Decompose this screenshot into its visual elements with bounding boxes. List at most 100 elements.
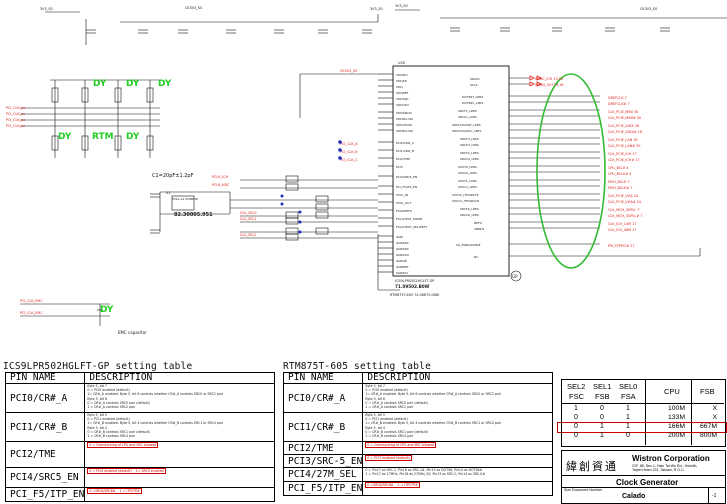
doc-number-label: Size Document Number bbox=[564, 488, 603, 492]
svg-text:VDDCPUIO: VDDCPUIO bbox=[396, 123, 413, 127]
svg-text:SRCC1_LPRS: SRCC1_LPRS bbox=[458, 115, 477, 119]
svg-text:VDDPLL3IO: VDDPLL3IO bbox=[396, 129, 414, 133]
svg-text:SRCT2/SATAT_LPRS: SRCT2/SATAT_LPRS bbox=[452, 123, 481, 127]
net-label: CLK_PCIE_LAN# 35 bbox=[608, 144, 640, 148]
pin-name: PCI4/27M_SEL bbox=[282, 467, 364, 482]
fsb-frequency-table: SEL2 SEL1 SEL0 CPU FSB FSC FSB FSA 1 0 1… bbox=[557, 379, 727, 445]
fsb-cell: 667M bbox=[699, 423, 717, 430]
pin-name: PCI1/CR#_B bbox=[4, 412, 86, 442]
right-table-title: RTM875T-605 setting table bbox=[283, 361, 431, 372]
col-header-pin: PIN NAME bbox=[4, 372, 86, 384]
svg-text:CPUC1_LPRS: CPUC1_LPRS bbox=[458, 185, 477, 189]
svg-text:CPUC2_ITP/SRCC8: CPUC2_ITP/SRCC8 bbox=[452, 199, 479, 203]
net-label: PCI_CLK_xx bbox=[6, 106, 25, 110]
net-label: CLK_PCIE_SATA 18 bbox=[608, 124, 639, 128]
fsb-header: FSA bbox=[621, 392, 636, 401]
net-label: PCI_CLK_xx bbox=[6, 124, 25, 128]
fsb-cell: 100M bbox=[667, 405, 685, 412]
pin-description: 0 = Overclocking of CPU and SRC Allowed bbox=[365, 442, 437, 449]
emc-note: EMC capacitor bbox=[118, 330, 147, 335]
crystal-part: 82.30005.951 bbox=[174, 212, 213, 218]
net-label: CK3V3_S0 bbox=[185, 6, 202, 10]
pin-name: PCI1/CR#_B bbox=[282, 412, 364, 442]
fsb-header: FSB bbox=[700, 387, 715, 396]
fsb-cell: 1 bbox=[626, 423, 630, 430]
rev-label: -1 bbox=[712, 493, 717, 499]
fsb-cell: 0 bbox=[600, 405, 604, 412]
pin-description: 0 = Pin17 as SRC-1, Pin18 as SRC-1#, Pin… bbox=[362, 467, 553, 482]
net-label: PCI_CLK_B bbox=[340, 150, 358, 154]
fsb-cell: 1 bbox=[600, 432, 604, 439]
net-label: PCI_CLK_xx bbox=[6, 118, 25, 122]
net-label: 3V3_S0 bbox=[370, 7, 383, 11]
net-label: PCLK_ICH bbox=[212, 175, 229, 179]
chip-pins-right bbox=[509, 77, 701, 257]
svg-text:REF0: REF0 bbox=[474, 221, 482, 225]
col-header-desc: DESCRIPTION bbox=[362, 372, 553, 384]
net-label: CK3V3_S0 bbox=[640, 7, 657, 11]
svg-text:VDD48: VDD48 bbox=[396, 79, 407, 83]
net-label: CLK_ICH_48M 17 bbox=[608, 228, 636, 232]
fsb-cell: 0 bbox=[626, 432, 630, 439]
net-label: SMBC_ICH 13,16 bbox=[535, 77, 563, 81]
pin-description: 0 =SRC8/SRC8# 1 = ITP/ITP# bbox=[87, 488, 142, 495]
fsb-cell: 1 bbox=[626, 414, 630, 421]
svg-text:CPUT0_LPRS: CPUT0_LPRS bbox=[458, 165, 477, 169]
svg-text:SDATA: SDATA bbox=[470, 77, 481, 81]
pin-name: PCI4/SRC5_EN bbox=[4, 467, 86, 488]
pin-description: Byte 5, bit 5 0 = PCI1 enabled (default)… bbox=[84, 412, 275, 442]
pin-description: Byte 5, bit 7 0 = PCI0 enabled (default)… bbox=[362, 383, 553, 413]
svg-text:SRCC3_LPRS: SRCC3_LPRS bbox=[460, 143, 479, 147]
pin-name: PCI_F5/ITP_EN bbox=[282, 481, 364, 496]
dy-label: DY bbox=[58, 132, 72, 142]
net-label: CLK_PCIE_ICH# 17 bbox=[608, 158, 640, 162]
company-name: Wistron Corporation bbox=[632, 454, 710, 463]
net-label: CPU_BCLK 4 bbox=[608, 166, 629, 170]
chip-partno: 71.09502.B0W bbox=[395, 284, 430, 289]
svg-text:DOT96C_LPRS: DOT96C_LPRS bbox=[462, 101, 483, 105]
svg-text:PCI3: PCI3 bbox=[396, 165, 403, 169]
svg-text:GNDSRC: GNDSRC bbox=[396, 247, 409, 251]
chip-part: ICS9LPRS502HGLFT-GP bbox=[395, 279, 434, 283]
svg-text:GNDREF: GNDREF bbox=[396, 265, 409, 269]
fsb-cell: 1 bbox=[626, 405, 630, 412]
fsb-cell: 0 bbox=[574, 432, 578, 439]
chip-alt: RTM875T-605 74.08875.0BW bbox=[390, 293, 440, 297]
svg-text:CPUT2_ITP/SRCT8: CPUT2_ITP/SRCT8 bbox=[452, 193, 479, 197]
net-label: PCI_CLK_EMC bbox=[20, 299, 43, 303]
right-setting-table: PIN NAME DESCRIPTION PCI0/CR#_A Byte 5, … bbox=[282, 372, 553, 496]
net-label: CLK_ICH_14M 17 bbox=[608, 222, 636, 226]
resistor-array-left bbox=[20, 79, 160, 158]
pin-name: PCI2/TME bbox=[4, 441, 86, 468]
svg-text:GND48: GND48 bbox=[396, 259, 407, 263]
company-address: 21F, 88, Sec.1, Hsin Tai Wu Rd., Hsichih… bbox=[632, 464, 698, 473]
emc-capacitor-lines bbox=[20, 303, 110, 326]
dy-label: DY bbox=[100, 305, 114, 315]
net-label: PCI_CLK_EMC bbox=[20, 311, 43, 315]
net-label: CLK_MCH_3GPLL 7 bbox=[608, 208, 640, 212]
net-label: CLK_SEL0 bbox=[240, 211, 257, 215]
pin-name: PCI0/CR#_A bbox=[282, 383, 364, 413]
decap-group-top bbox=[86, 27, 670, 34]
svg-text:FSL0/REF0: FSL0/REF0 bbox=[396, 209, 412, 213]
svg-text:XTAL_OUT: XTAL_OUT bbox=[396, 201, 411, 205]
dy-label: DY bbox=[93, 79, 107, 89]
net-label: CLK_PCIE_VGA 24 bbox=[608, 194, 638, 198]
svg-text:VDDPLL3IO: VDDPLL3IO bbox=[396, 117, 414, 121]
clock-chip-body bbox=[392, 65, 510, 277]
chip-pins-left bbox=[299, 73, 393, 290]
svg-text:VDDPCI: VDDPCI bbox=[396, 73, 408, 77]
fsb-cell: 0 bbox=[574, 423, 578, 430]
svg-text:FSL2/TEST_SEL/REF1: FSL2/TEST_SEL/REF1 bbox=[396, 225, 427, 229]
svg-text:CPUC0_LPRS: CPUC0_LPRS bbox=[458, 171, 477, 175]
net-label: PCI_CLK_xx bbox=[6, 112, 25, 116]
ground-symbol-label: GP bbox=[512, 274, 518, 279]
fsb-cell: 0 bbox=[574, 414, 578, 421]
svg-text:PCI4/SRC5_EN: PCI4/SRC5_EN bbox=[396, 175, 417, 179]
fsb-header: CPU bbox=[664, 387, 680, 396]
net-label: CLK_PCIE_MINI# 30 bbox=[608, 116, 641, 120]
net-label: CLK_SEL1 bbox=[240, 217, 257, 221]
net-label: SMBD_ICH 13,16 bbox=[535, 83, 563, 87]
fsb-header: SEL0 bbox=[619, 382, 638, 391]
svg-text:XTAL_IN: XTAL_IN bbox=[396, 193, 408, 197]
